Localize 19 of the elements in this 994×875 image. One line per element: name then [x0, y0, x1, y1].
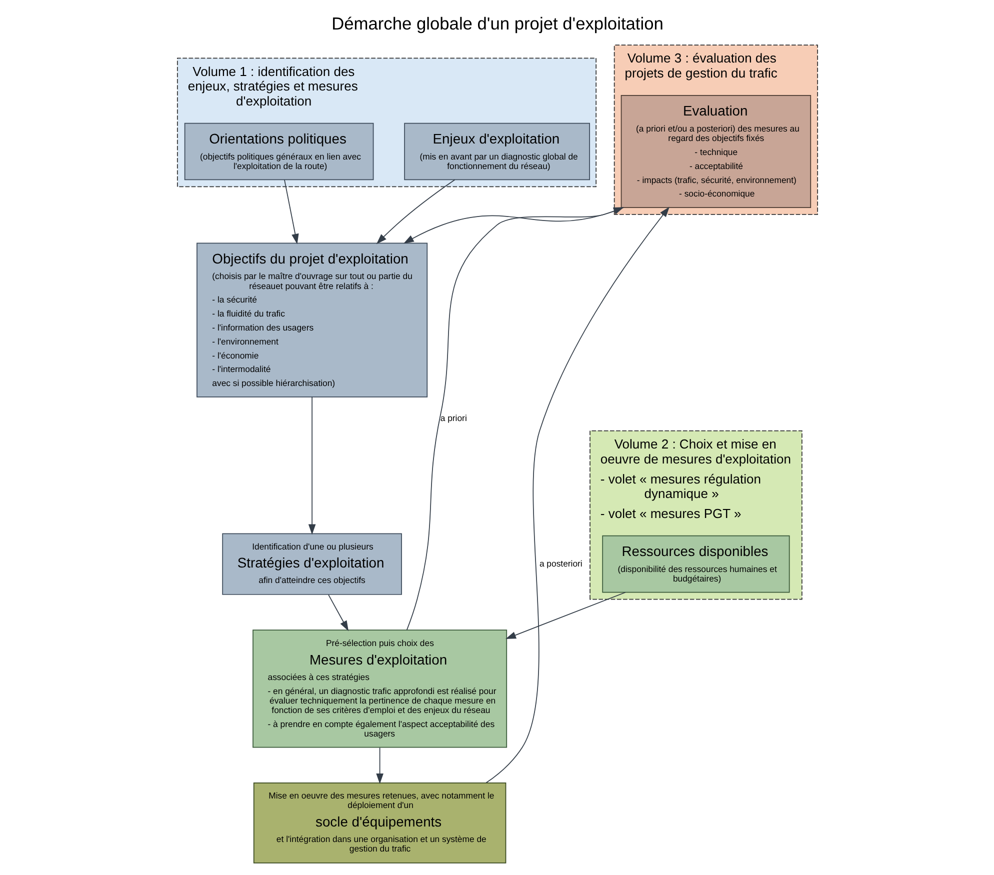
- node-box: Ressources disponibles (disponibilité des ressources humaines et budgétaires): [602, 535, 790, 593]
- edge-label: a priori: [440, 413, 466, 424]
- edge-label: a posteriori: [538, 558, 582, 568]
- diagram-title: Démarche globale d'un projet d'exploitation: [331, 13, 663, 34]
- node-box: Identification d'une ou plusieurs Stratégies d'exploitation afin d'atteindre ces objectifs: [222, 533, 402, 595]
- arrow: [485, 206, 670, 784]
- node-box: Evaluation (a priori et/ou a posteriori) des mesures au regard des objectifs fixés - technique - acceptabilité - impacts (trafic, sécurité, environnement) - socio-économique: [620, 95, 811, 208]
- node-box: Orientations politiques (objectifs politiques généraux en lien avec l'exploitation de la route): [184, 122, 374, 180]
- node-box: Objectifs du projet d'exploitation (choisis par le maître d'ouvrage sur tout ou partie du réseauet pouvant être relatifs à : - la sécurité - la fluidité du trafic - l'information des usagers - l'environnement - l'économie - l'intermodalité avec si possible hiérarchisation): [196, 242, 428, 398]
- arrow: [402, 207, 624, 244]
- node-box: Mise en oeuvre des mesures retenues, avec notamment le déploiement d'un socle d'équipements et l'intégration dans une organisation et un système de gestion du trafic: [252, 782, 506, 864]
- arrow: [284, 179, 298, 244]
- node-box: Pré-sélection puis choix des Mesures d'exploitation associées à ces stratégies - en général, un diagnostic trafic approfondi est réalisé pour évaluer techniquement la pertinence de chaque mesure en fonction de ses critères d'emploi et des enjeux du réseau - à prendre en compte également l'aspect acceptabilité des usagers: [252, 630, 507, 748]
- arrow: [328, 594, 348, 632]
- node-box: Enjeux d'exploitation (mis en avant par un diagnostic global de fonctionnement du réseau): [404, 122, 590, 180]
- arrow: [406, 207, 624, 630]
- arrow: [308, 396, 316, 535]
- arrow: [376, 179, 455, 244]
- arrow: [376, 747, 383, 784]
